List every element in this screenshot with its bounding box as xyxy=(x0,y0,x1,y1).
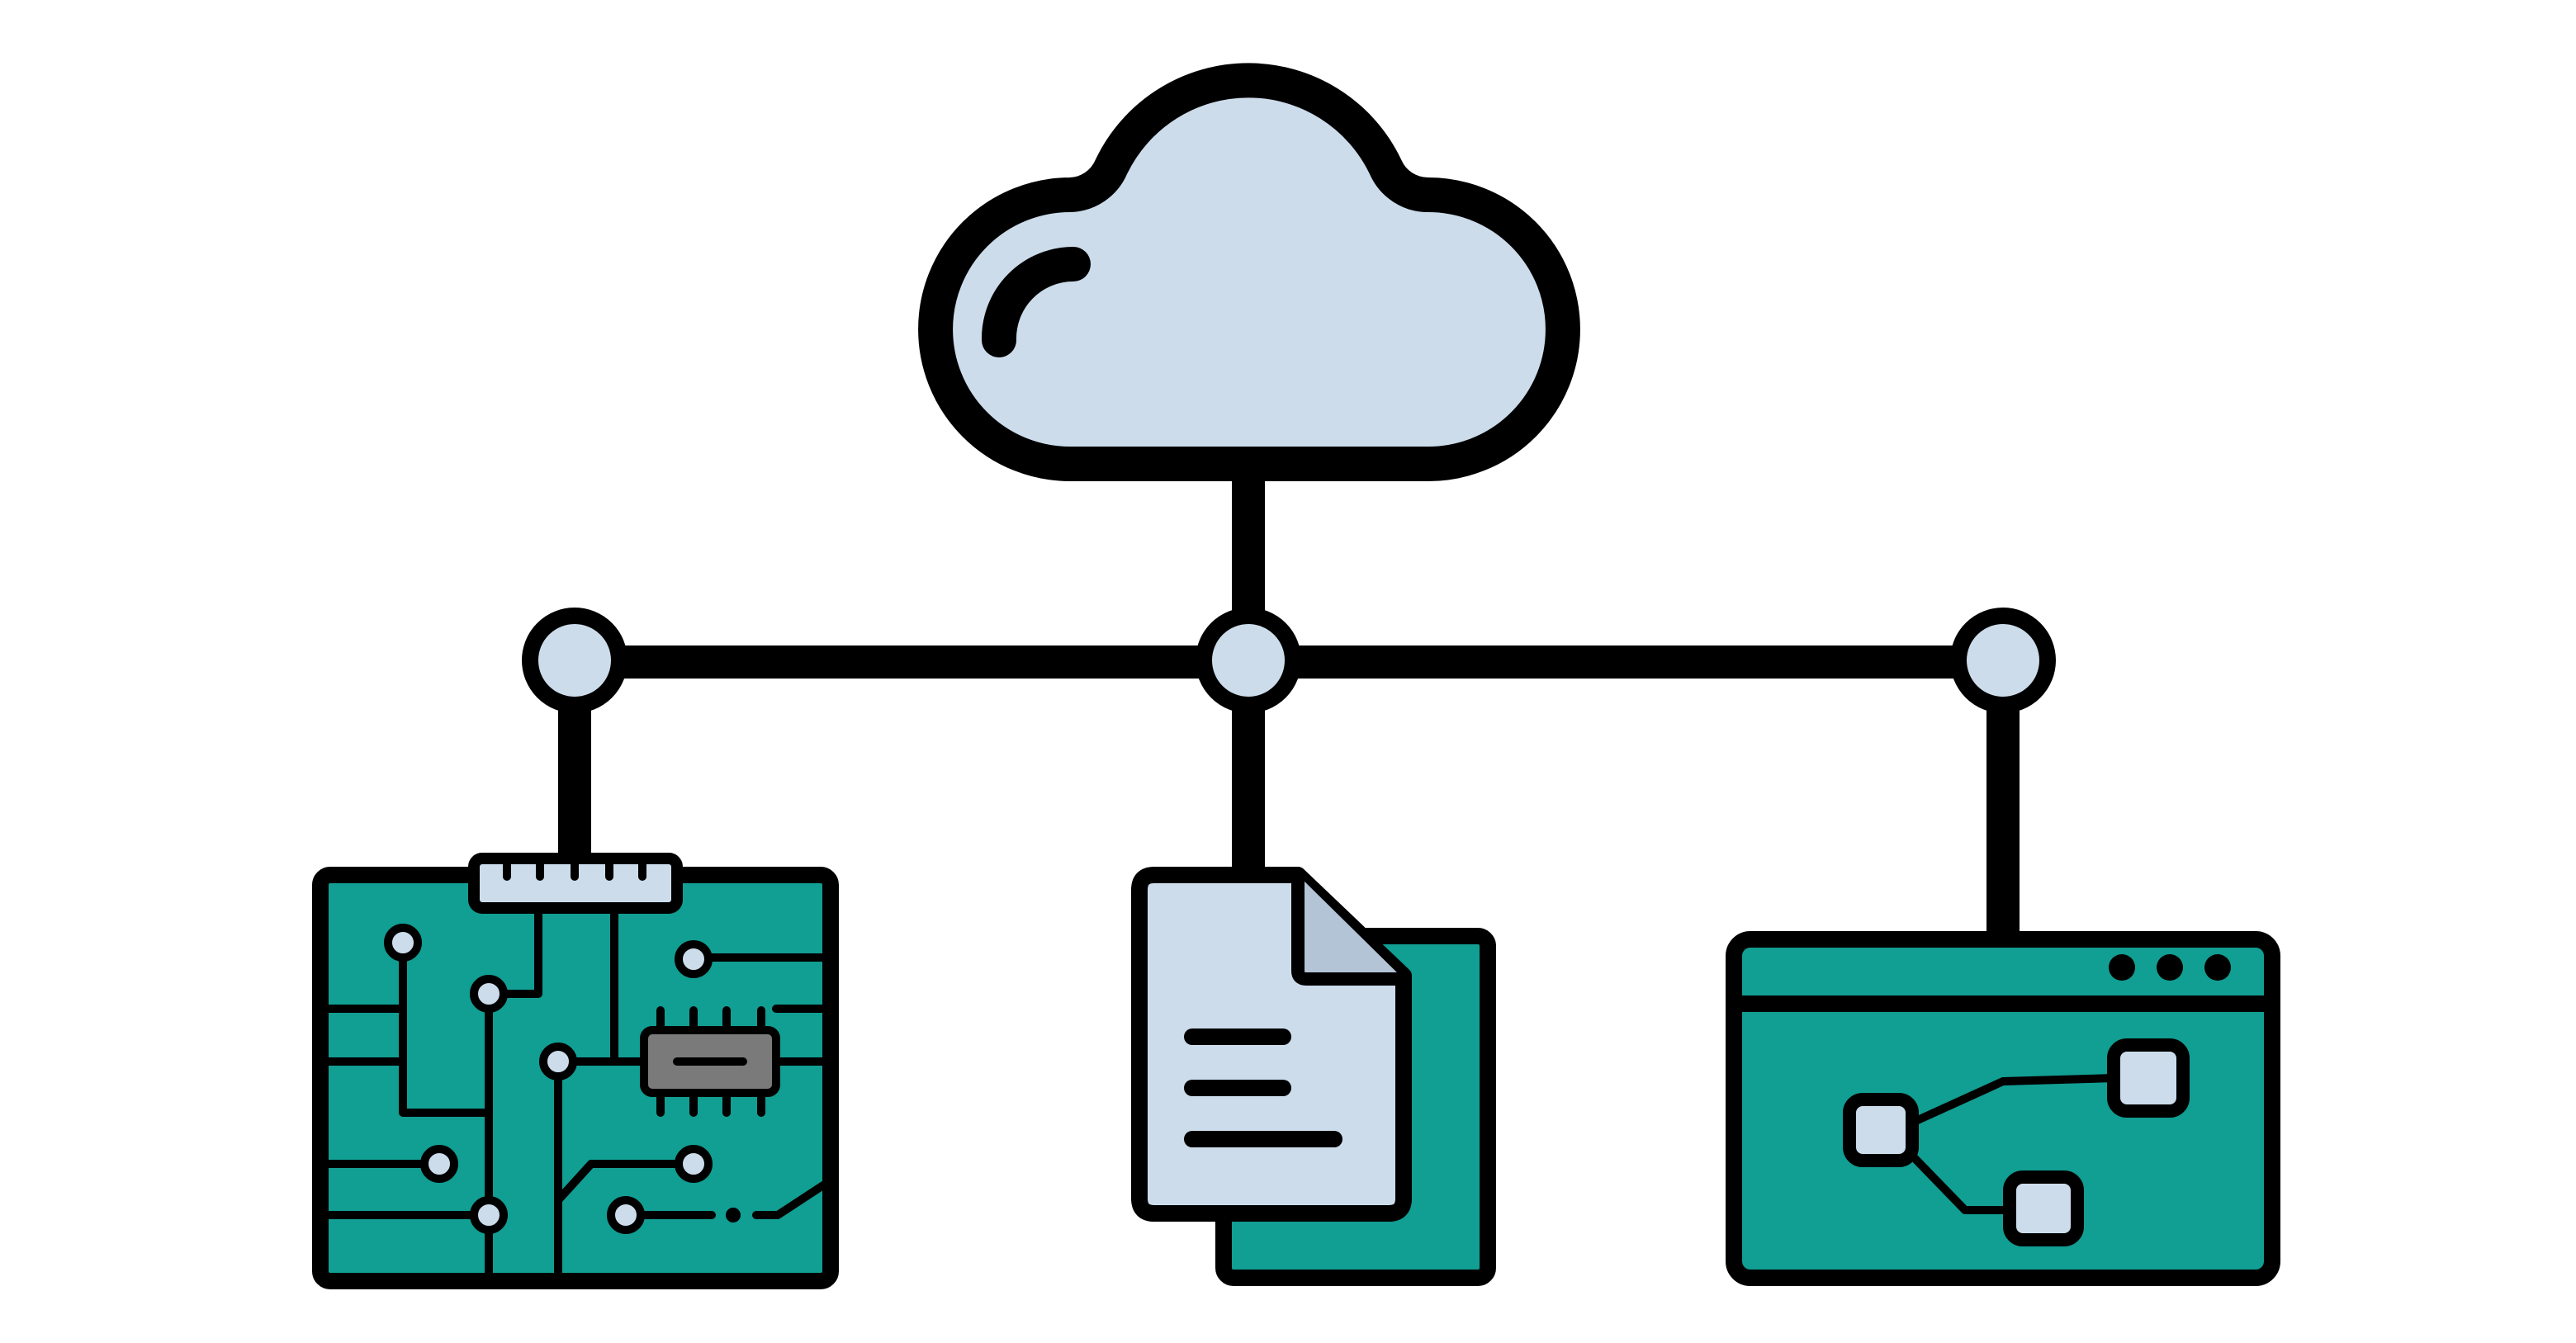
connector-node-center xyxy=(1196,608,1301,713)
board-pads xyxy=(384,924,713,1234)
window-dot-icon xyxy=(2157,954,2183,981)
flowchart-nodes xyxy=(1843,1038,2190,1246)
circuit-board-icon xyxy=(312,853,839,1289)
flowchart-node xyxy=(1843,1093,1919,1167)
browser-flowchart-icon xyxy=(1726,931,2280,1286)
hub-nodes xyxy=(522,608,2056,713)
board-traces xyxy=(320,904,830,1282)
flowchart-node xyxy=(2107,1038,2190,1118)
flowchart-links xyxy=(1908,1074,2118,1214)
connector-node-left xyxy=(522,608,627,713)
window-control-dots xyxy=(2109,954,2231,981)
document-folded-corner xyxy=(1291,868,1410,986)
flowchart-node xyxy=(2003,1170,2084,1246)
browser-window xyxy=(1726,931,2280,1286)
documents-icon xyxy=(1131,867,1496,1286)
cloud-highlight xyxy=(982,247,1091,357)
cloud-shape xyxy=(918,63,1580,481)
connector-node-right xyxy=(1950,608,2056,713)
window-dot-icon xyxy=(2109,954,2135,981)
document-text-lines xyxy=(1184,1029,1342,1147)
window-dot-icon xyxy=(2204,954,2231,981)
header-pins xyxy=(503,858,646,881)
cloud-icon xyxy=(918,63,1580,481)
board-chip-pins xyxy=(656,1006,765,1117)
